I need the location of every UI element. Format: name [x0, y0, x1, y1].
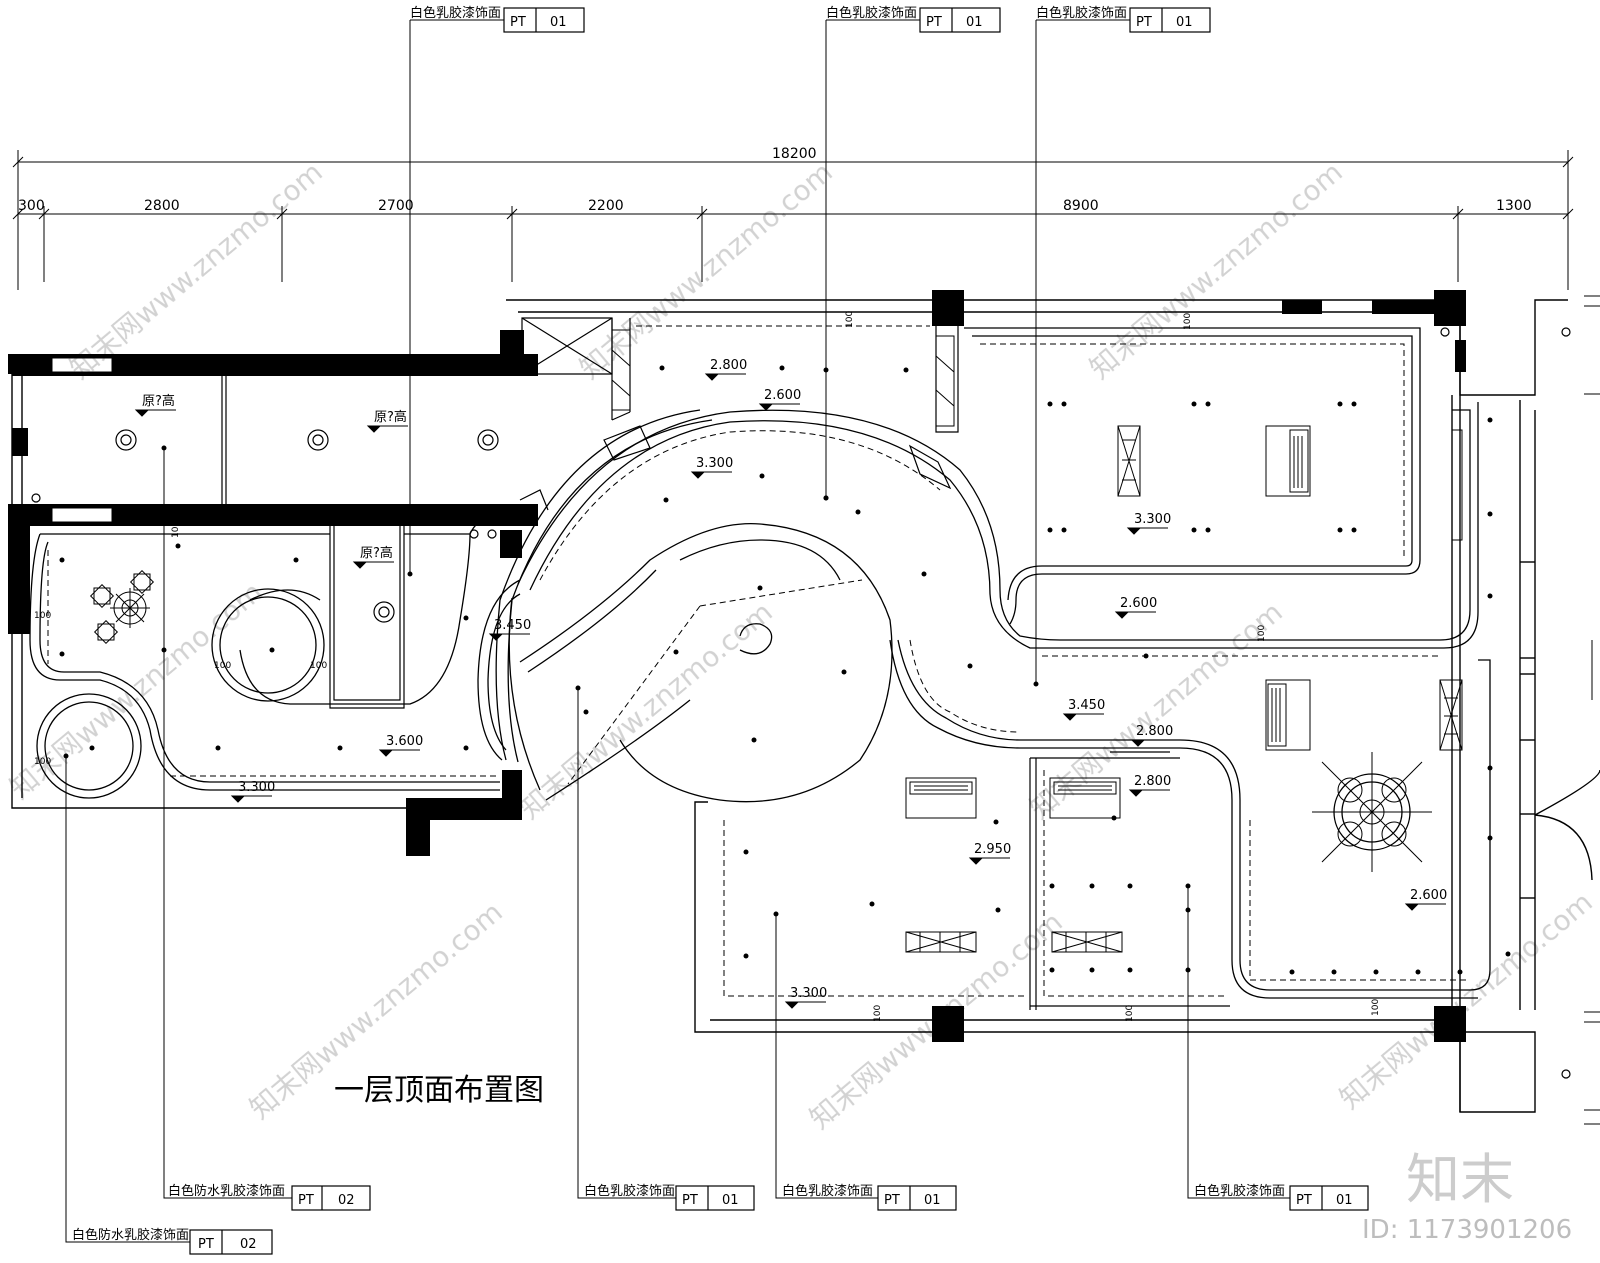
ceiling-height: 3.300 [1134, 512, 1171, 527]
ceiling-contours [29, 327, 1491, 999]
tag-number: 01 [1336, 1193, 1353, 1208]
offset-mark: 100 [310, 661, 327, 671]
ceiling-height: 原?高 [374, 409, 407, 425]
offset-mark: 100 [214, 661, 231, 671]
ceiling-height: 3.300 [696, 456, 733, 471]
solid-walls [8, 290, 1466, 1042]
tag-material: 白色乳胶漆饰面 [782, 1183, 873, 1199]
dim-300: 300 [18, 198, 45, 214]
dim-2800: 2800 [144, 198, 180, 214]
watermark-site: 知末网www.znzmo.com [3, 575, 268, 805]
tag-code: PT [682, 1193, 698, 1208]
tag-number: 01 [924, 1193, 941, 1208]
height-marker-symbols [134, 373, 1446, 1009]
tag-material: 白色乳胶漆饰面 [826, 5, 917, 21]
tag-code: PT [198, 1237, 214, 1252]
offset-mark: 100 [34, 611, 51, 621]
tag-material: 白色防水乳胶漆饰面 [168, 1183, 285, 1199]
offset-mark: 100 [873, 1005, 883, 1022]
spot-lights [59, 365, 1511, 975]
ceiling-height: 3.600 [386, 734, 423, 749]
tag-number: 01 [722, 1193, 739, 1208]
tag-material: 白色防水乳胶漆饰面 [72, 1227, 189, 1243]
tag-code: PT [298, 1193, 314, 1208]
offset-mark: 100 [1183, 313, 1193, 330]
ceiling-height: 2.600 [1120, 596, 1157, 611]
offset-mark: 100 [1257, 625, 1267, 642]
tag-boxes [189, 7, 1369, 1255]
dim-2200: 2200 [588, 198, 624, 214]
watermark-site: 知末网www.znzmo.com [573, 155, 838, 385]
interior-partitions [221, 317, 1230, 1010]
watermark-id: ID: 1173901206 [1362, 1215, 1572, 1245]
dashed-offsets [47, 325, 1470, 997]
tag-number: 01 [1176, 15, 1193, 30]
watermark-site: 知末网www.znzmo.com [63, 155, 328, 385]
leader-lines [63, 19, 1290, 1243]
chandelier-icon [110, 588, 1432, 872]
offset-mark: 100 [34, 757, 51, 767]
windows [51, 357, 113, 523]
drawing-title: 一层顶面布置图 [334, 1073, 544, 1108]
tag-number: 01 [550, 15, 567, 30]
ceiling-height: 2.800 [710, 358, 747, 373]
ceiling-height: 原?高 [142, 393, 175, 409]
offset-mark: 100 [171, 521, 181, 538]
tag-material: 白色乳胶漆饰面 [1194, 1183, 1285, 1199]
ceiling-height: 2.800 [1136, 724, 1173, 739]
tag-code: PT [510, 15, 526, 30]
tag-material: 白色乳胶漆饰面 [410, 5, 501, 21]
dim-2700: 2700 [378, 198, 414, 214]
ceiling-height: 3.300 [238, 780, 275, 795]
ceiling-height: 2.600 [764, 388, 801, 403]
tag-material: 白色乳胶漆饰面 [584, 1183, 675, 1199]
overall-dimension: 18200 [772, 146, 817, 162]
ceiling-height: 2.950 [974, 842, 1011, 857]
watermark-site: 知末网www.znzmo.com [1083, 155, 1348, 385]
dimension-lines [12, 150, 1574, 290]
tag-material: 白色乳胶漆饰面 [1036, 5, 1127, 21]
downlight-icons [31, 327, 1571, 1079]
tag-code: PT [1296, 1193, 1312, 1208]
offset-mark: 100 [1125, 1005, 1135, 1022]
ceiling-height: 2.600 [1410, 888, 1447, 903]
ceiling-height: 原?高 [360, 545, 393, 561]
ceiling-height: 3.300 [790, 986, 827, 1001]
tag-number: 01 [966, 15, 983, 30]
tag-code: PT [884, 1193, 900, 1208]
offset-mark: 100 [845, 311, 855, 328]
watermark-site: 知末网www.znzmo.com [513, 595, 778, 825]
square-fixtures [89, 569, 155, 645]
ceiling-height: 3.450 [1068, 698, 1105, 713]
tag-number: 02 [338, 1193, 355, 1208]
watermark-brand: 知末 [1406, 1148, 1514, 1211]
ceiling-height: 3.450 [494, 618, 531, 633]
tag-code: PT [1136, 15, 1152, 30]
grille-fixtures [611, 329, 1463, 953]
offset-mark: 100 [1371, 999, 1381, 1016]
dim-1300: 1300 [1496, 198, 1532, 214]
offset-marks: 100 100 100 100 100 100 100 100 100 100 … [34, 311, 1381, 1022]
dim-8900: 8900 [1063, 198, 1099, 214]
axis-ticks [1584, 295, 1600, 1125]
tag-code: PT [926, 15, 942, 30]
watermark-site: 知末网www.znzmo.com [1023, 595, 1288, 825]
tag-number: 02 [240, 1237, 257, 1252]
ceiling-height: 2.800 [1134, 774, 1171, 789]
